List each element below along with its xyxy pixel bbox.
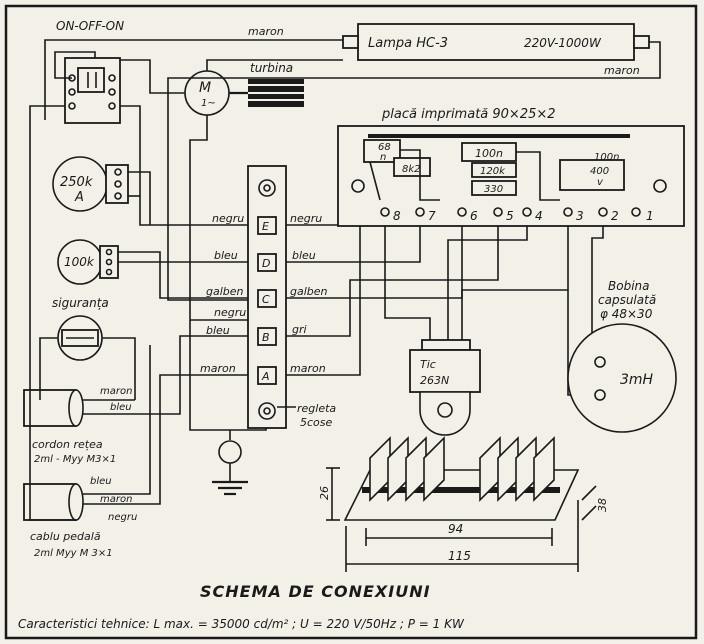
wire-label-galben-right: galben [290, 285, 328, 298]
terminal-e: E [262, 220, 269, 233]
pcb-label: placă imprimată 90×25×2 [381, 107, 556, 122]
lamp-label: Lampa HC-3 [368, 36, 448, 51]
pcb-r68: 68 [378, 142, 391, 153]
pcb-r120k: 120k [480, 166, 506, 177]
technical-specs: Caracteristici tehnice: L max. = 35000 c… [18, 617, 465, 631]
dim-94: 94 [448, 522, 463, 536]
wire-label-maron-pedal: maron [100, 494, 132, 505]
printed-circuit-board [337, 125, 685, 227]
terminal-c: C [262, 293, 270, 306]
pcb-r68-unit: n [380, 152, 386, 163]
lamp [342, 23, 650, 61]
pcb-c100n-a: 100n [475, 147, 503, 160]
wire-label-negru-left: negru [212, 212, 244, 225]
coil-title2: capsulată [598, 293, 656, 307]
pedal-cable-label: cablu pedală [30, 530, 101, 543]
mains-cable-spec: 2ml - Myy M3×1 [34, 454, 116, 465]
coil-dimensions: φ 48×30 [600, 307, 653, 321]
wire-label-negru-pedal: negru [108, 512, 137, 523]
terminal-d: D [262, 257, 270, 270]
triac-label: Tic [420, 358, 436, 371]
ground-symbol [212, 440, 248, 496]
pcb-pin-6: 6 [470, 209, 478, 223]
pcb-pin-8: 8 [393, 209, 401, 223]
fuse-label: siguranța [52, 296, 109, 310]
wire-label-bleu-left: bleu [214, 249, 238, 262]
wire-label-maron-mains: maron [100, 386, 132, 397]
triac-part: 263N [420, 374, 449, 387]
wire-label-bleu-right: bleu [292, 249, 316, 262]
pcb-c400-v: v [597, 177, 604, 188]
terminal-a: A [261, 370, 270, 383]
pcb-c400: 400 [590, 166, 609, 177]
wire-label-maron-left: maron [200, 362, 236, 375]
pcb-r8k2: 8k2 [402, 164, 421, 175]
terminal-strip [247, 165, 287, 429]
mains-cable [23, 389, 84, 427]
wires [29, 39, 661, 521]
wire-label-maron-top: maron [248, 25, 284, 38]
motor-phase: 1~ [201, 98, 216, 109]
wire-label-maron-right: maron [290, 362, 326, 375]
terminal-strip-label: regleta [297, 402, 336, 415]
wire-label-bleu-mains: bleu [110, 402, 132, 413]
turbine-label: turbina [250, 61, 293, 75]
schematic-title: SCHEMA DE CONEXIUNI [200, 582, 431, 601]
wire-label-bleu-pedal: bleu [90, 476, 112, 487]
coil-value: 3mH [620, 372, 654, 388]
wire-label-maron-lamp: maron [604, 64, 640, 77]
pcb-r330: 330 [484, 184, 503, 195]
pedal-cable-spec: 2ml Myy M 3×1 [34, 548, 113, 559]
terminal-b: B [262, 331, 270, 344]
triac [409, 339, 481, 436]
pot1-value: 250k [60, 175, 93, 190]
dim-26: 26 [318, 486, 331, 500]
pcb-pin-4: 4 [535, 209, 543, 223]
wire-label-negru-b: negru [214, 306, 246, 319]
mains-cable-label: cordon rețea [32, 438, 103, 451]
pcb-c100n-b: 100n [594, 152, 619, 163]
pcb-pin-7: 7 [428, 209, 436, 223]
heat-sink [326, 436, 597, 572]
wire-label-gri: gri [292, 323, 307, 336]
fuse [57, 315, 103, 361]
potentiometer-250k [52, 156, 129, 212]
pot1-type: A [74, 190, 84, 205]
turbine [229, 79, 304, 107]
frame [4, 4, 698, 640]
potentiometer-100k [57, 239, 119, 285]
switch-label: ON-OFF-ON [56, 19, 124, 33]
wire-label-negru-right: negru [290, 212, 322, 225]
pcb-pin-3: 3 [576, 209, 584, 223]
coil [567, 323, 677, 433]
pcb-pin-5: 5 [506, 209, 514, 223]
pcb-pin-2: 2 [611, 209, 619, 223]
pedal-cable [23, 483, 84, 521]
lamp-rating: 220V-1000W [524, 36, 602, 50]
motor-symbol: M [199, 80, 211, 96]
wire-label-galben-left: galben [206, 285, 244, 298]
dim-38: 38 [596, 498, 609, 512]
wire-label-bleu-b: bleu [206, 324, 230, 337]
coil-title: Bobina [608, 279, 649, 293]
dim-115: 115 [448, 549, 471, 563]
pcb-pin-pads [380, 207, 641, 217]
pot2-value: 100k [64, 255, 95, 269]
on-off-on-switch [64, 57, 121, 124]
pcb-pin-1: 1 [646, 209, 654, 223]
terminal-strip-label2: 5cose [300, 416, 333, 429]
